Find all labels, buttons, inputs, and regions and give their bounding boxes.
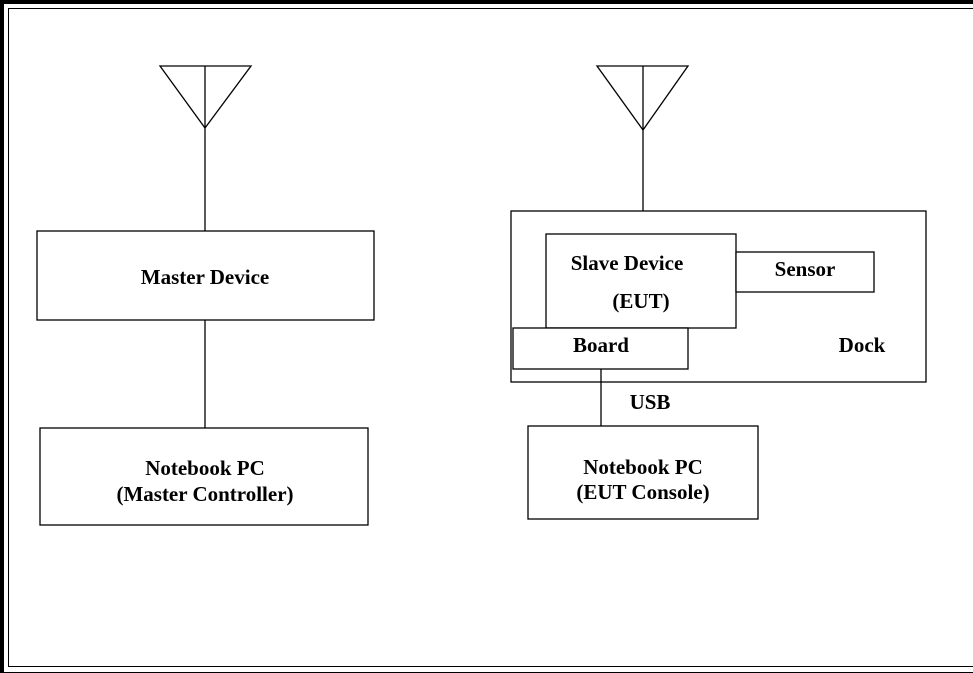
slave-device-label-line1: Slave Device	[571, 251, 684, 275]
eut-pc-label-line2: (EUT Console)	[576, 480, 709, 504]
slave-antenna-icon	[595, 65, 690, 234]
master-device-label: Master Device	[141, 265, 269, 289]
slave-device-label-line2: (EUT)	[612, 289, 669, 313]
sensor-label: Sensor	[775, 257, 836, 281]
eut-pc-label-line1: Notebook PC	[583, 455, 703, 479]
master-device-box	[36, 230, 375, 321]
master-pc-box	[39, 427, 369, 526]
sensor-box	[735, 251, 875, 293]
eut-pc-box	[527, 425, 759, 520]
usb-label: USB	[630, 390, 671, 414]
slave-device-box	[545, 233, 737, 329]
dock-label: Dock	[839, 333, 886, 357]
inner-frame	[8, 8, 973, 667]
master-pc-label-line2: (Master Controller)	[116, 482, 293, 506]
master-pc-label-line1: Notebook PC	[145, 456, 265, 480]
board-label: Board	[573, 333, 629, 357]
master-antenna-icon	[158, 65, 253, 231]
